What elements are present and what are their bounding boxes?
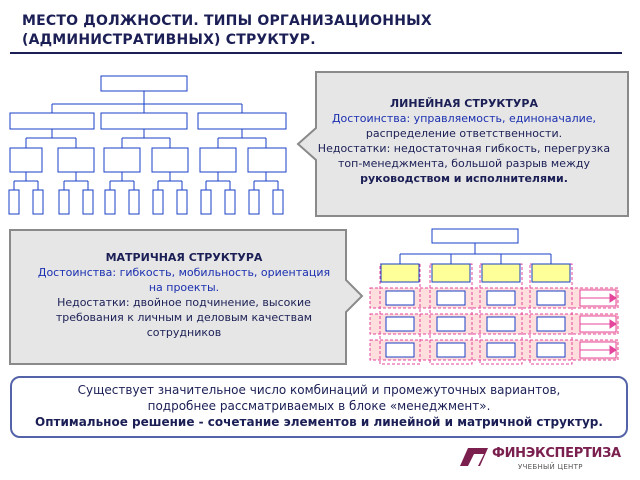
linear-l4-box [32,189,44,215]
linear-l4-box [128,189,140,215]
linear-l3-box [57,147,95,173]
matrix-department-box [531,263,571,283]
matrix-drawbacks-line: Недостатки: двойное подчинение, высокие [57,296,311,309]
linear-structure-title: ЛИНЕЙНАЯ СТРУКТУРА [390,97,538,110]
matrix-chart [369,228,619,365]
linear-l3-box [9,147,43,173]
matrix-top-box [431,228,519,244]
matrix-drawbacks-line: сотрудников [146,326,222,339]
matrix-cell [385,342,415,358]
title-line-2: (АДМИНИСТРАТИВНЫХ) СТРУКТУР. [22,32,316,48]
linear-l2-box [197,112,287,130]
matrix-cell [385,290,415,306]
matrix-cell [436,316,466,332]
linear-l2-box [9,112,95,130]
summary-text: Существует значительное число комбинаций… [10,382,628,430]
matrix-cell [436,342,466,358]
linear-drawbacks-line: Недостатки: недостаточная гибкость, пере… [317,142,611,155]
linear-l4-box [152,189,164,215]
matrix-cell [486,290,516,306]
linear-l3-box [247,147,287,173]
linear-org-chart [8,75,287,215]
linear-advantages-line: распределение ответственности. [365,127,563,140]
linear-advantages-line: Достоинства: управляемость, единоначалие… [331,112,597,125]
linear-top-box [100,75,188,92]
linear-l4-box [224,189,236,215]
title-divider [10,52,622,54]
logo-mark-icon [460,448,488,466]
page-title: МЕСТО ДОЛЖНОСТИ. ТИПЫ ОРГАНИЗАЦИОННЫХ (А… [22,12,622,50]
summary-line: Оптимальное решение - сочетание элементо… [35,415,603,429]
summary-box [10,376,628,438]
logo-name: ФИНЭКСПЕРТИЗА [492,446,621,461]
logo-subtitle: УЧЕБНЫЙ ЦЕНТР [518,463,583,471]
matrix-cell [385,316,415,332]
linear-l4-boxes [8,189,284,215]
arrow-right-icon [609,345,617,355]
linear-callout-arrow [296,71,629,217]
arrow-right-icon [609,319,617,329]
linear-l4-box [58,189,70,215]
matrix-advantages-line: на проекты. [148,281,220,294]
matrix-drawbacks-line: требования к личным и деловым качествам [55,311,313,324]
title-line-1: МЕСТО ДОЛЖНОСТИ. ТИПЫ ОРГАНИЗАЦИОННЫХ [22,13,432,29]
matrix-structure-title: МАТРИЧНАЯ СТРУКТУРА [105,251,263,264]
matrix-callout-arrow [9,229,364,365]
linear-l4-box [104,189,116,215]
matrix-cell [436,290,466,306]
matrix-cell [486,316,516,332]
linear-l4-box [272,189,284,215]
matrix-department-box [380,263,420,283]
summary-line: Существует значительное число комбинаций… [77,383,561,397]
linear-l4-box [82,189,94,215]
matrix-department-box [431,263,471,283]
linear-drawbacks-line: руководством и исполнителями. [360,172,568,185]
matrix-advantages-line: Достоинства: гибкость, мобильность, орие… [37,266,331,279]
company-logo: ФИНЭКСПЕРТИЗА УЧЕБНЫЙ ЦЕНТР [458,444,621,474]
matrix-cell [486,342,516,358]
linear-l4-box [8,189,20,215]
matrix-cell [536,290,566,306]
linear-l3-box [199,147,237,173]
linear-l3-box [151,147,189,173]
linear-l4-box [200,189,212,215]
matrix-department-box [481,263,521,283]
linear-l4-connectors [13,172,279,190]
arrow-right-icon [609,293,617,303]
linear-l2-box [100,112,188,130]
matrix-cell [536,316,566,332]
linear-l4-box [176,189,188,215]
summary-line: подробнее рассматриваемых в блоке «менед… [147,399,491,413]
matrix-cell [536,342,566,358]
linear-l3-box [103,147,141,173]
linear-l4-box [248,189,260,215]
linear-drawbacks-line: топ-менеджмента, большой разрыв между [337,157,591,170]
matrix-structure-text: МАТРИЧНАЯ СТРУКТУРА Достоинства: гибкост… [14,250,354,340]
linear-structure-text: ЛИНЕЙНАЯ СТРУКТУРА Достоинства: управляе… [300,96,628,186]
